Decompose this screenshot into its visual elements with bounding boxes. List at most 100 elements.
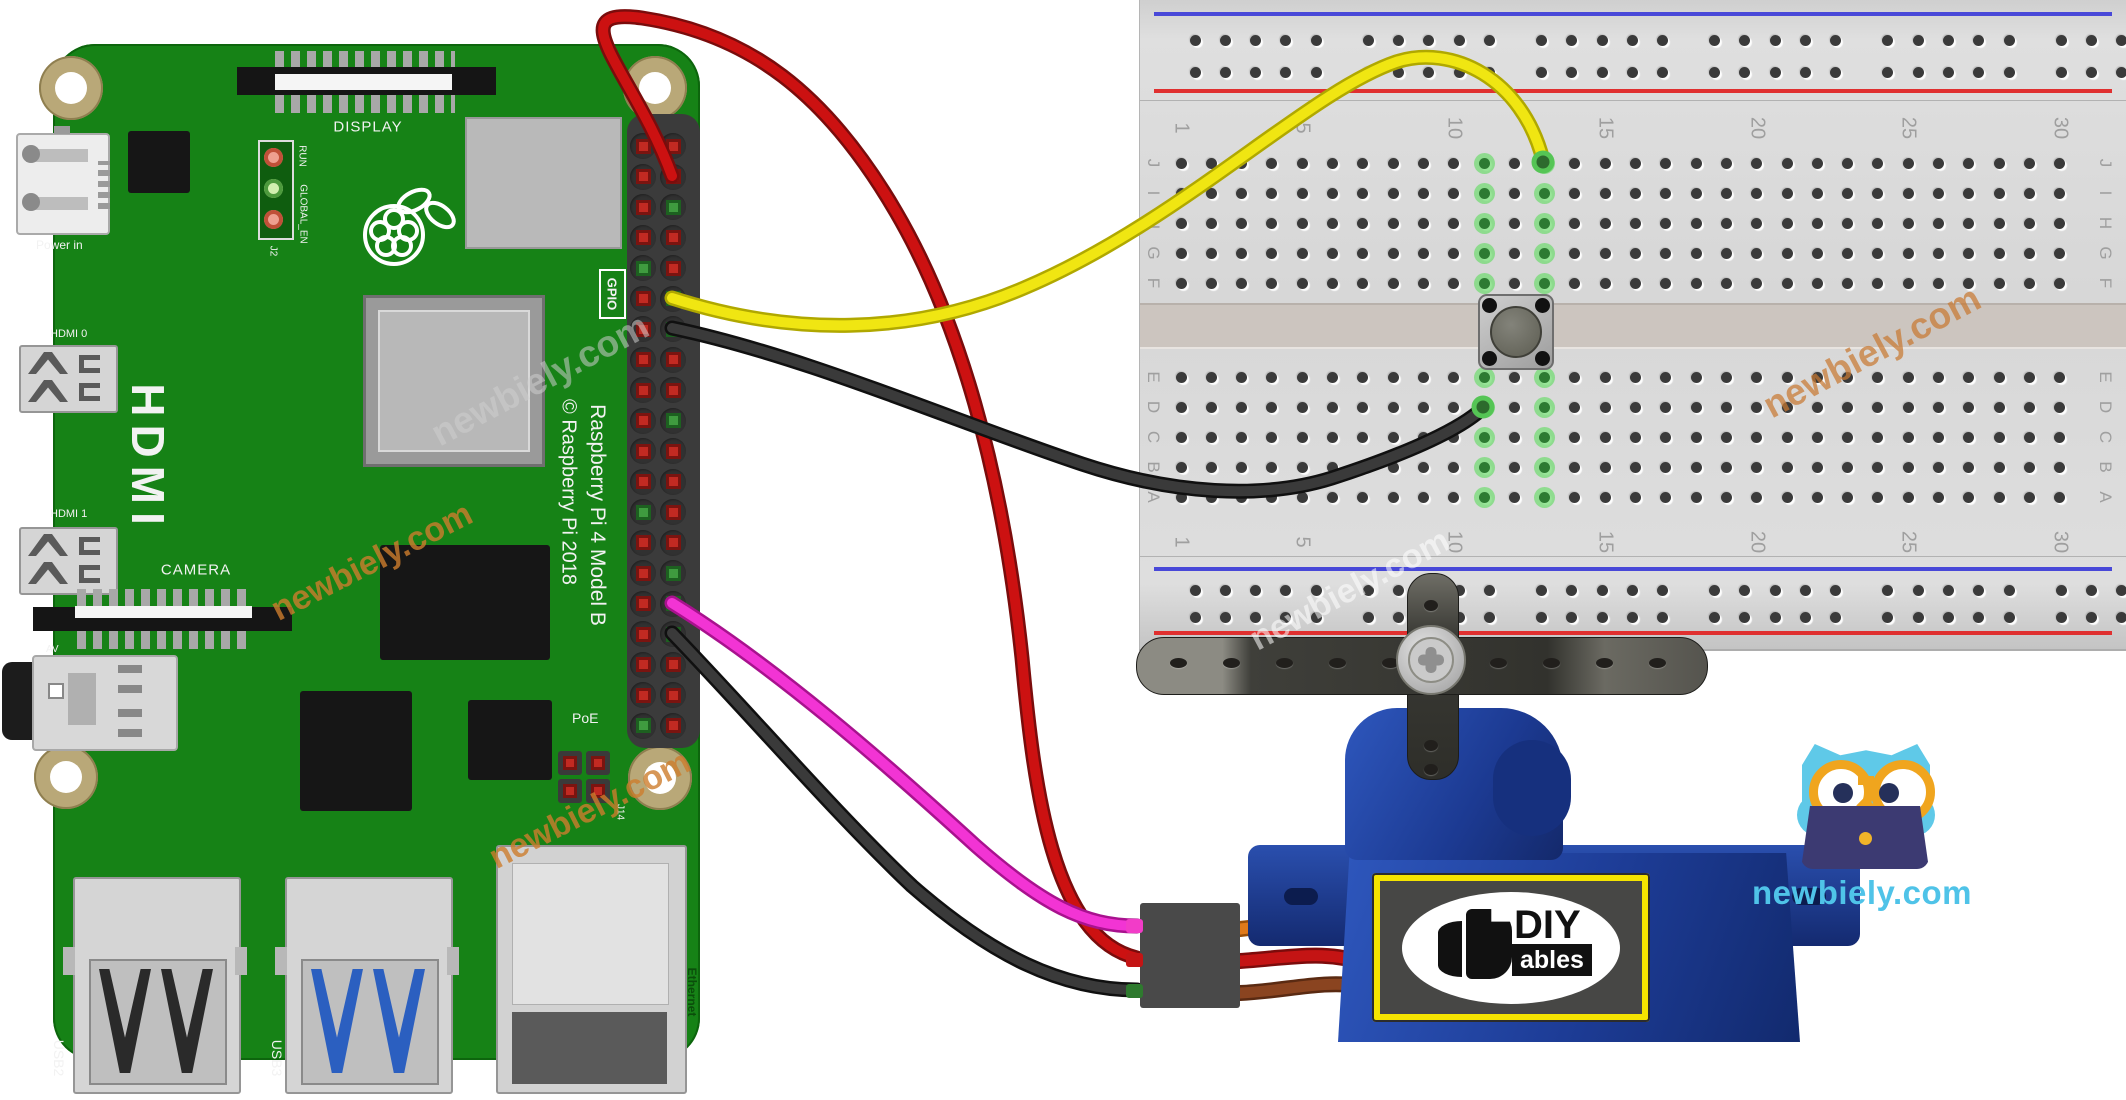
rail-hole — [1709, 66, 1721, 78]
breadboard-hole — [2023, 277, 2035, 289]
gpio-pin-green — [635, 260, 651, 276]
chip — [128, 131, 190, 193]
breadboard-hole — [1296, 431, 1308, 443]
breadboard-hole — [1963, 491, 1975, 503]
breadboard-hole — [1417, 217, 1429, 229]
row-letter: H — [2096, 216, 2115, 230]
breadboard-hole — [1478, 187, 1490, 199]
breadboard-hole — [1902, 277, 1914, 289]
breadboard-hole — [1205, 247, 1217, 259]
rail-hole — [1250, 584, 1262, 596]
camera-connector-pins-top — [77, 589, 253, 607]
breadboard-hole — [1236, 157, 1248, 169]
breadboard-hole — [1539, 277, 1551, 289]
breadboard-hole — [2054, 431, 2066, 443]
breadboard-hole — [1751, 491, 1763, 503]
breadboard-hole — [1508, 217, 1520, 229]
gpio-pin-red — [635, 199, 651, 215]
av-detail — [68, 673, 96, 725]
rail-hole — [2003, 34, 2015, 46]
column-number: 10 — [1443, 530, 1466, 554]
breadboard-hole — [1751, 277, 1763, 289]
camera-connector-latch — [75, 606, 252, 618]
breadboard-hole — [1933, 371, 1944, 383]
hdmi-silkscreen: HDMI — [122, 383, 174, 533]
breadboard-hole — [1417, 247, 1429, 259]
row-letter: J — [1144, 158, 1163, 168]
breadboard-hole — [1508, 247, 1520, 259]
breadboard-hole — [1448, 157, 1460, 169]
camera-label: CAMERA — [160, 561, 232, 579]
column-number: 30 — [2049, 116, 2072, 140]
breadboard-hole — [1478, 277, 1490, 289]
gpio-pin-green — [665, 291, 681, 306]
breadboard-hole — [1842, 157, 1854, 169]
rail-hole — [1310, 584, 1322, 596]
breadboard-hole — [1175, 217, 1187, 229]
rail-hole — [1596, 34, 1608, 46]
breadboard-hole — [2023, 431, 2035, 443]
usb2-contact — [99, 969, 151, 1073]
power-in-tab — [54, 126, 70, 134]
breadboard-hole — [1933, 431, 1944, 443]
rail-hole — [1393, 34, 1404, 46]
breadboard-hole — [2023, 187, 2035, 199]
breadboard-hole — [1205, 187, 1217, 199]
breadboard-hole — [1266, 461, 1278, 473]
gpio-pin-red — [635, 443, 651, 459]
horn-hole — [1382, 658, 1399, 668]
breadboard-hole — [1478, 461, 1490, 473]
power-in-port — [16, 126, 110, 235]
breadboard-hole — [1993, 431, 2005, 443]
breadboard-hole — [1508, 401, 1520, 413]
row-letter: C — [1144, 430, 1163, 444]
servo-horn-screw — [1425, 647, 1437, 673]
button-cap[interactable] — [1490, 306, 1542, 358]
breadboard-hole — [1690, 461, 1702, 473]
rail-hole — [1219, 66, 1231, 78]
gpio-pin-red — [635, 169, 651, 184]
gpio-pin-red — [635, 535, 651, 550]
breadboard-hole — [1872, 277, 1884, 289]
push-button[interactable] — [1478, 294, 1554, 370]
owl-glasses-bridge — [1858, 776, 1874, 785]
rail-hole — [1912, 611, 1924, 623]
breadboard-hole — [2023, 247, 2035, 259]
usb3-port — [275, 877, 459, 1094]
breadboard-hole — [1963, 431, 1975, 443]
breadboard-hole — [2054, 461, 2066, 473]
breadboard-hole — [1902, 371, 1914, 383]
column-number: 5 — [1291, 536, 1314, 548]
rail-hole — [1882, 611, 1894, 623]
breadboard-hole — [1660, 247, 1672, 259]
breadboard-hole — [1448, 187, 1460, 199]
breadboard-hole — [1599, 371, 1611, 383]
breadboard-hole — [1508, 371, 1520, 383]
rail-hole — [2003, 584, 2015, 596]
breadboard-hole — [1508, 187, 1520, 199]
gpio-pin-red — [665, 657, 681, 672]
breadboard-hole — [1508, 431, 1520, 443]
breadboard-hole — [1599, 277, 1611, 289]
breadboard-hole — [1448, 401, 1460, 413]
rail-hole — [1535, 66, 1547, 78]
breadboard-hole — [1902, 247, 1914, 259]
breadboard-hole — [1266, 187, 1278, 199]
j2-label: J2 — [267, 245, 279, 257]
mount-hole — [628, 746, 692, 810]
rail-hole — [1280, 584, 1292, 596]
row-letter: I — [1144, 190, 1163, 196]
breadboard-hole — [1236, 461, 1248, 473]
breadboard-hole — [1569, 431, 1581, 443]
breadboard-hole — [1327, 371, 1338, 383]
breadboard-hole — [1599, 461, 1611, 473]
breadboard-hole — [1417, 371, 1429, 383]
breadboard-hole — [1720, 187, 1732, 199]
display-connector-pins-bottom — [275, 95, 455, 113]
gpio-pin-red — [635, 565, 651, 581]
j2-led-red — [264, 148, 283, 167]
breadboard-hole — [1266, 431, 1278, 443]
rail-hole — [1483, 66, 1495, 78]
breadboard-hole — [1236, 217, 1248, 229]
breadboard-hole — [1902, 187, 1914, 199]
